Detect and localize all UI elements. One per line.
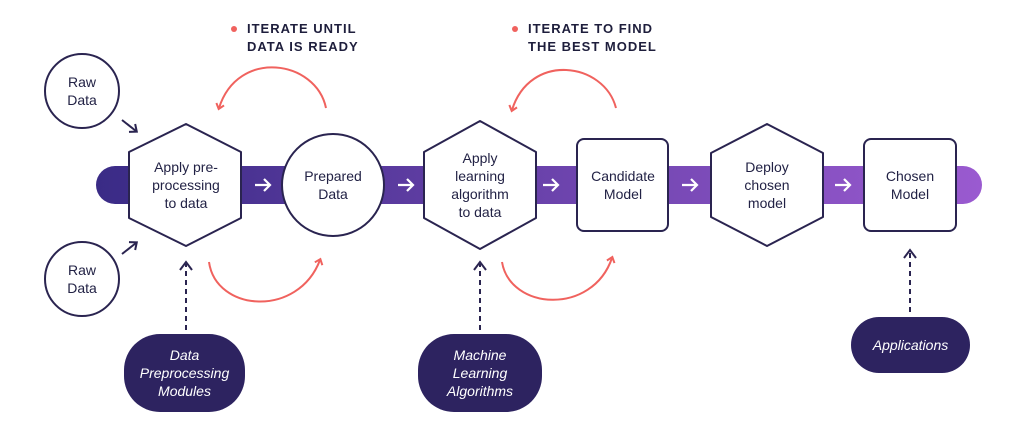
apply-learning-line: Apply bbox=[462, 150, 498, 166]
curved-arrow-icon bbox=[215, 66, 327, 111]
curved-arrow-icon bbox=[508, 69, 617, 113]
ml-algorithms-line: Machine bbox=[453, 347, 507, 363]
ml-algorithms-line: Learning bbox=[452, 365, 508, 381]
prepared-data-label: Prepared Data bbox=[284, 140, 382, 230]
apply-learning-line: to data bbox=[458, 204, 502, 220]
bullet-dot bbox=[231, 26, 237, 32]
ml-algorithms-pill bbox=[418, 334, 542, 412]
iterate-model-note: ITERATE TO FIND THE BEST MODEL bbox=[512, 20, 657, 56]
raw-data-top-line1: Raw bbox=[67, 74, 96, 90]
apply-learning-line: algorithm bbox=[451, 186, 509, 202]
curved-arrow-icon bbox=[208, 257, 324, 303]
prepared-data-circle bbox=[281, 133, 385, 237]
deploy-model-line: model bbox=[747, 195, 787, 211]
arrow-right-icon bbox=[835, 178, 852, 192]
preprocessing-modules-pill bbox=[124, 334, 245, 412]
iterate-data-line1: ITERATE UNTIL bbox=[247, 21, 357, 36]
dashed-up-arrow-icon bbox=[903, 248, 917, 312]
preprocessing-modules-line: Data bbox=[169, 347, 200, 363]
applications-label: Applications bbox=[851, 317, 970, 373]
apply-learning-hexagon bbox=[423, 120, 537, 250]
dashed-up-arrow-icon bbox=[473, 260, 487, 330]
deploy-model-line: chosen bbox=[744, 177, 790, 193]
arrow-right-icon bbox=[398, 178, 415, 192]
iterate-model-line1: ITERATE TO FIND bbox=[528, 21, 654, 36]
chosen-model-label: Chosen Model bbox=[865, 140, 955, 230]
deploy-model-line: Deploy bbox=[745, 159, 789, 175]
bullet-dot bbox=[512, 26, 518, 32]
arrow-right-icon bbox=[682, 178, 699, 192]
deploy-model-label: Deploy chosen model bbox=[713, 140, 821, 230]
raw-data-top-line2: Data bbox=[67, 92, 97, 108]
apply-learning-label: Apply learning algorithm to data bbox=[426, 138, 534, 232]
iterate-data-note: ITERATE UNTIL DATA IS READY bbox=[231, 20, 359, 56]
prepared-data-line: Prepared bbox=[304, 168, 362, 184]
candidate-model-line: Candidate bbox=[591, 168, 655, 184]
apply-preprocessing-line: Apply pre- bbox=[154, 159, 218, 175]
apply-preprocessing-hexagon bbox=[128, 123, 242, 247]
apply-preprocessing-line: to data bbox=[164, 195, 208, 211]
raw-data-bottom-label: Raw Data bbox=[45, 242, 119, 316]
dashed-up-arrow-icon bbox=[179, 260, 193, 330]
raw-data-bottom-line2: Data bbox=[67, 280, 97, 296]
raw-data-top-label: Raw Data bbox=[45, 54, 119, 128]
iterate-model-line2: THE BEST MODEL bbox=[528, 39, 657, 54]
curved-arrow-icon bbox=[501, 255, 616, 301]
apply-preprocessing-line: processing bbox=[152, 177, 220, 193]
applications-pill bbox=[851, 317, 970, 373]
iterate-data-line2: DATA IS READY bbox=[247, 39, 359, 54]
chosen-model-box bbox=[863, 138, 957, 232]
raw-data-bottom-line1: Raw bbox=[67, 262, 96, 278]
preprocessing-modules-label: Data Preprocessing Modules bbox=[124, 334, 245, 412]
preprocessing-modules-line: Modules bbox=[158, 383, 211, 399]
apply-preprocessing-label: Apply pre- processing to data bbox=[131, 140, 241, 230]
apply-learning-line: learning bbox=[455, 168, 505, 184]
candidate-model-box bbox=[576, 138, 669, 232]
deploy-model-hexagon bbox=[710, 123, 824, 247]
chosen-model-line: Chosen bbox=[885, 168, 935, 184]
raw-data-bottom-circle bbox=[44, 241, 120, 317]
chosen-model-line: Model bbox=[890, 186, 930, 202]
ml-algorithms-line: Algorithms bbox=[446, 383, 514, 399]
ml-algorithms-label: Machine Learning Algorithms bbox=[418, 334, 542, 412]
arrow-right-icon bbox=[255, 178, 272, 192]
prepared-data-line: Data bbox=[318, 186, 348, 202]
diagonal-arrow-icon bbox=[121, 241, 139, 255]
diagonal-arrow-icon bbox=[121, 119, 139, 133]
preprocessing-modules-line: Preprocessing bbox=[139, 365, 230, 381]
candidate-model-label: Candidate Model bbox=[578, 140, 668, 230]
arrow-right-icon bbox=[543, 178, 560, 192]
candidate-model-line: Model bbox=[603, 186, 643, 202]
applications-line: Applications bbox=[872, 337, 949, 353]
raw-data-top-circle bbox=[44, 53, 120, 129]
